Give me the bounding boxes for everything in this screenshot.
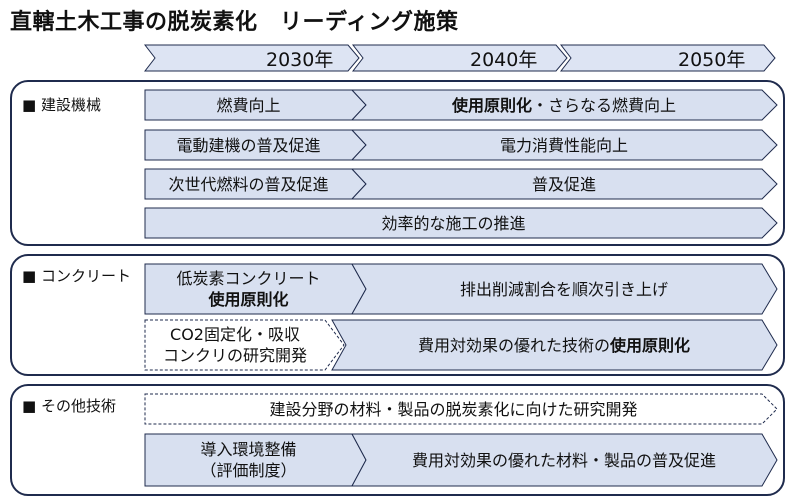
arrow-co2-fixation-rd [144, 319, 345, 371]
label-promotion: 普及促進 [531, 174, 596, 194]
label-mandatory-use-bold: 使用原則化 [451, 95, 532, 115]
arrow-promotion [350, 168, 778, 200]
label-cost-effective-tech-bold: 使用原則化 [610, 335, 691, 355]
arrow-materials-promotion [351, 433, 778, 487]
label-power-consumption: 電力消費性能向上 [499, 135, 628, 155]
section-other-tech [10, 384, 785, 496]
section-label-construction-machinery: ■ 建設機械 [22, 96, 101, 114]
arrow-efficient-construction [144, 207, 778, 239]
year-label-2040: 2040年 [470, 49, 538, 71]
section-construction-machinery [10, 80, 785, 246]
label-low-carbon-concrete-line2: 使用原則化 [208, 290, 289, 309]
label-environment-setup-line1: 導入環境整備 [200, 440, 297, 459]
label-further-fuel-efficiency: ・さらなる燃費向上 [532, 95, 677, 115]
label-fuel-efficiency: 燃費向上 [216, 95, 281, 115]
arrow-emission-reduction [351, 263, 778, 315]
label-emission-reduction: 排出削減割合を順次引き上げ [459, 279, 668, 299]
arrow-materials-rd [144, 393, 778, 425]
page-title: 直轄土木工事の脱炭素化 リーディング施策 [10, 10, 459, 35]
label-mandatory-use-fuel: 使用原則化・さらなる燃費向上 [366, 90, 762, 120]
arrow-power-consumption [350, 129, 778, 161]
label-materials-promotion: 費用対効果の優れた材料・製品の普及促進 [411, 450, 716, 470]
section-label-other-tech: ■ その他技術 [22, 397, 116, 415]
label-low-carbon-concrete-line1: 低炭素コンクリート [176, 269, 321, 288]
timeline-arrow-2040 [351, 44, 568, 72]
label-environment-setup: 導入環境整備 （評価制度） [145, 434, 352, 486]
timeline-arrow-2030 [143, 44, 360, 72]
arrow-cost-effective-tech [331, 319, 778, 371]
label-cost-effective-tech-normal: 費用対効果の優れた技術の [417, 335, 610, 355]
label-cost-effective-tech: 費用対効果の優れた技術の使用原則化 [346, 320, 762, 370]
section-concrete [10, 254, 785, 376]
section-label-concrete: ■ コンクリート [22, 267, 131, 285]
label-environment-setup-line2: （評価制度） [200, 461, 297, 480]
label-electric-machinery: 電動建機の普及促進 [176, 135, 321, 155]
label-low-carbon-concrete: 低炭素コンクリート 使用原則化 [145, 264, 352, 314]
label-materials-rd: 建設分野の材料・製品の脱炭素化に向けた研究開発 [269, 399, 638, 419]
label-co2-fixation-line1: CO2固定化・吸収 [170, 325, 300, 344]
timeline-arrow-2050 [559, 44, 776, 72]
label-co2-fixation-rd: CO2固定化・吸収 コンクリの研究開発 [145, 320, 325, 370]
arrow-mandatory-use-fuel [350, 89, 778, 121]
label-co2-fixation-line2: コンクリの研究開発 [162, 346, 307, 365]
label-next-gen-fuel: 次世代燃料の普及促進 [168, 174, 329, 194]
year-label-2030: 2030年 [266, 49, 334, 71]
year-label-2050: 2050年 [678, 49, 746, 71]
label-efficient-construction: 効率的な施工の推進 [381, 213, 526, 233]
